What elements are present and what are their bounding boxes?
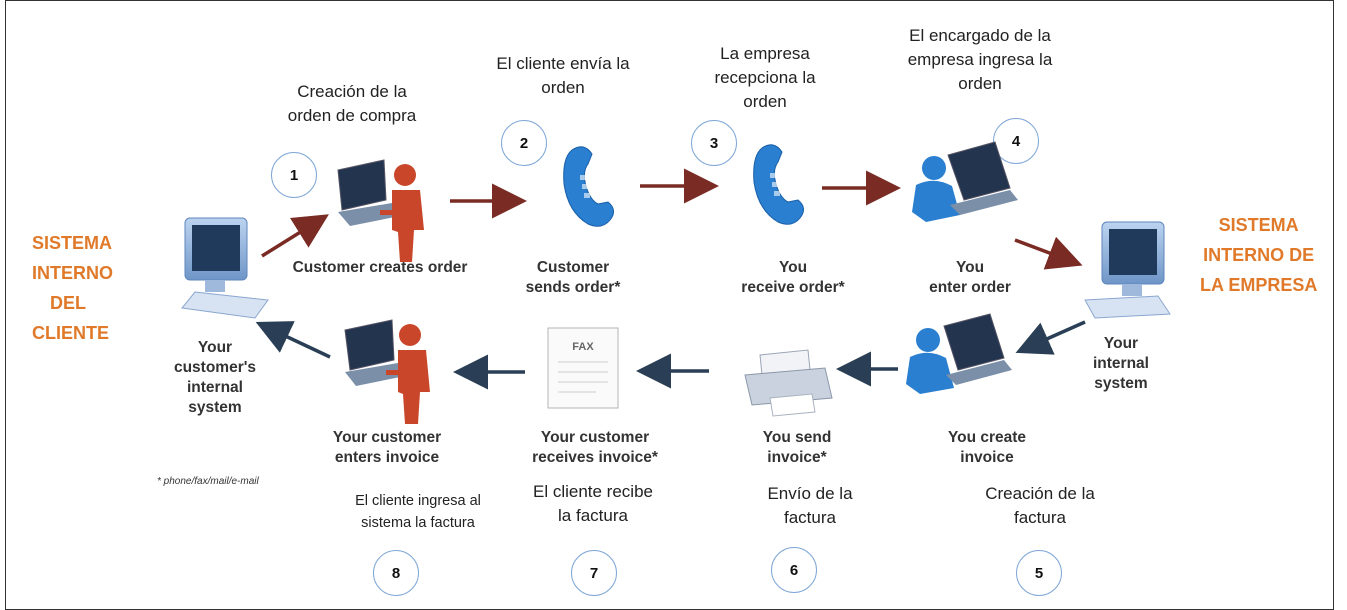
step-number-3: 3: [691, 120, 737, 166]
arrow-system-to-step5: [1015, 320, 1086, 355]
phone-icon: [563, 146, 614, 227]
left-label-line: CLIENTE: [32, 323, 110, 343]
step-number-1: 1: [271, 152, 317, 198]
left-label-line: SISTEMA: [32, 233, 113, 253]
right-label-line: INTERNO DE: [1203, 245, 1315, 265]
operator-laptop-icon: [912, 141, 1018, 222]
arrow-system-to-step1: [261, 214, 329, 258]
step-number-6: 6: [771, 547, 817, 593]
step-number-4: 4: [993, 118, 1039, 164]
left-label-line: DEL: [50, 293, 86, 313]
customer-laptop-icon: [344, 319, 430, 424]
printer-icon: [744, 349, 833, 417]
left-system-label: SISTEMA INTERNO DEL CLIENTE: [32, 228, 113, 348]
right-label-line: SISTEMA: [1218, 215, 1299, 235]
fax-document-icon: FAX: [547, 327, 619, 409]
arrow-step8-to-system: [255, 321, 331, 359]
step-number-8: 8: [373, 550, 419, 596]
label-step-1: Customer creates order: [292, 259, 468, 276]
fax-label: FAX: [572, 341, 594, 353]
diagram-graphics: FAX: [181, 141, 1171, 424]
arrow-step4-to-system: [1014, 236, 1083, 270]
footnote: * phone/fax/mail/e-mail: [157, 476, 259, 487]
company-computer-icon: [1084, 221, 1171, 319]
customer-laptop-icon: [337, 159, 424, 262]
step-number-2: 2: [501, 120, 547, 166]
customer-computer-icon: [181, 217, 269, 319]
left-label-line: INTERNO: [32, 263, 113, 283]
right-label-line: LA EMPRESA: [1200, 275, 1318, 295]
step-number-7: 7: [571, 550, 617, 596]
step-number-5: 5: [1016, 550, 1062, 596]
operator-laptop-icon: [906, 313, 1012, 394]
right-system-label: SISTEMA INTERNO DE LA EMPRESA: [1200, 210, 1317, 300]
phone-icon: [753, 144, 804, 225]
